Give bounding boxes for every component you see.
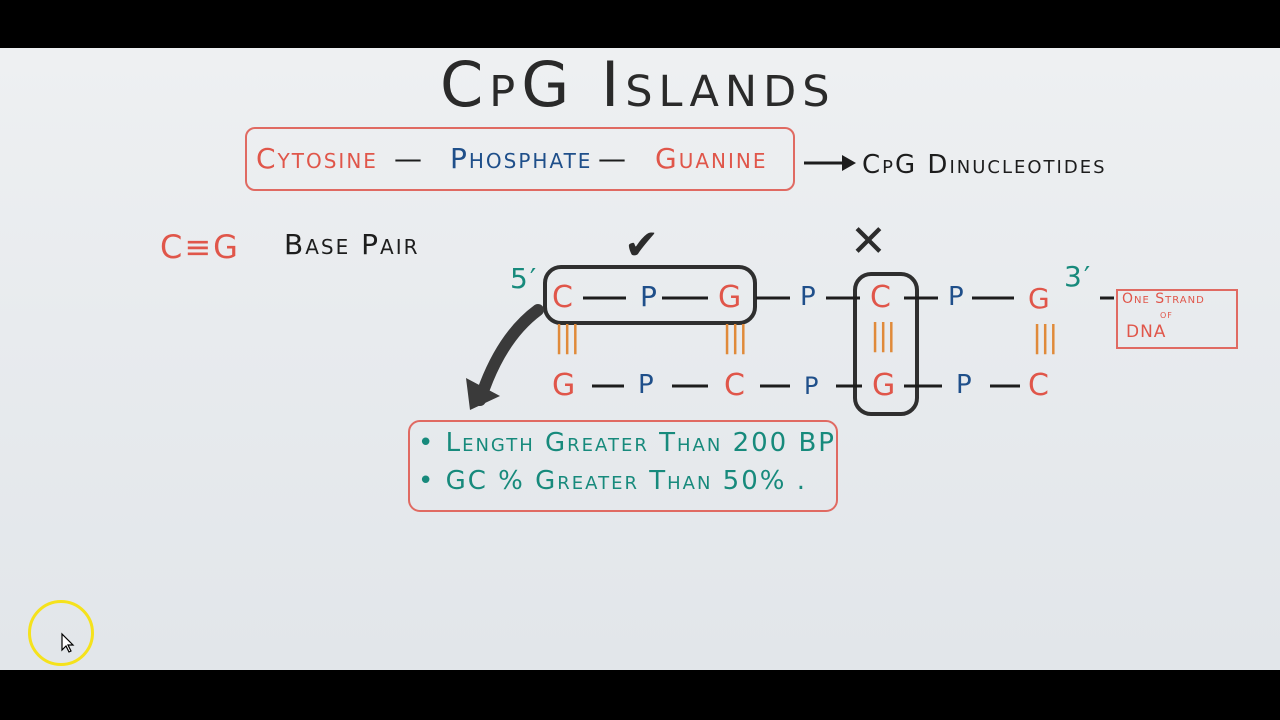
- top-nucleotide-4: P: [800, 282, 816, 312]
- top-nucleotide-7: G: [1028, 282, 1050, 315]
- cross-strand-box: [853, 272, 919, 416]
- bottom-nucleotide-4: P: [804, 372, 819, 400]
- strand-note-line-2: of: [1160, 307, 1173, 321]
- base-pair-symbol: C≡G: [160, 228, 240, 266]
- down-left-arrow-icon: [474, 304, 544, 406]
- hydrogen-bond-1: |||: [554, 320, 580, 355]
- cpg-dinucleotides-label: CpG Dinucleotides: [862, 150, 1107, 180]
- bottom-nucleotide-7: C: [1028, 368, 1049, 403]
- strand-note-line-3: DNA: [1126, 322, 1167, 342]
- bottom-nucleotide-1: G: [552, 368, 576, 403]
- top-nucleotide-6: P: [948, 282, 964, 312]
- dna-diagram: [466, 265, 1114, 416]
- cursor-highlight-ring: [28, 600, 94, 666]
- dash-2: —: [598, 142, 628, 175]
- strand-note-box: [1116, 289, 1238, 349]
- cross-icon: ✕: [850, 216, 887, 267]
- top-nucleotide-1: C: [552, 280, 573, 315]
- bottom-nucleotide-5: G: [872, 368, 896, 403]
- bottom-nucleotide-3: C: [724, 368, 745, 403]
- hydrogen-bond-3: |||: [870, 318, 896, 353]
- cytosine-label: Cytosine: [256, 142, 378, 175]
- dash-1: —: [394, 142, 424, 175]
- hydrogen-bond-2: |||: [722, 320, 748, 355]
- hydrogen-bond-4: |||: [1032, 320, 1058, 355]
- mouse-pointer-icon: [61, 632, 75, 653]
- guanine-label: Guanine: [655, 142, 768, 175]
- top-nucleotide-3: G: [718, 280, 742, 315]
- five-prime-label: 5′: [510, 262, 539, 295]
- definition-box: [245, 127, 795, 191]
- top-nucleotide-2: P: [640, 280, 657, 313]
- right-arrow-icon: [804, 155, 856, 171]
- arrow-head: [466, 378, 500, 410]
- top-nucleotide-5: C: [870, 280, 891, 315]
- bottom-nucleotide-2: P: [638, 370, 654, 400]
- page-title: CpG Islands: [440, 48, 836, 121]
- check-icon: ✔: [624, 220, 660, 269]
- cpg-highlight-box: [543, 265, 757, 325]
- bottom-nucleotide-6: P: [956, 370, 972, 400]
- criteria-gc-percent: • GC % Greater Than 50% .: [418, 466, 807, 496]
- criteria-length: • Length Greater Than 200 BP: [418, 428, 836, 458]
- phosphate-label: Phosphate: [450, 142, 593, 175]
- three-prime-label: 3′: [1064, 260, 1093, 293]
- strand-note-line-1: One Strand: [1122, 291, 1205, 307]
- whiteboard: CpG Islands Cytosine — Phosphate — Guani…: [0, 48, 1280, 670]
- base-pair-label: Base Pair: [284, 228, 420, 261]
- criteria-box: [408, 420, 838, 512]
